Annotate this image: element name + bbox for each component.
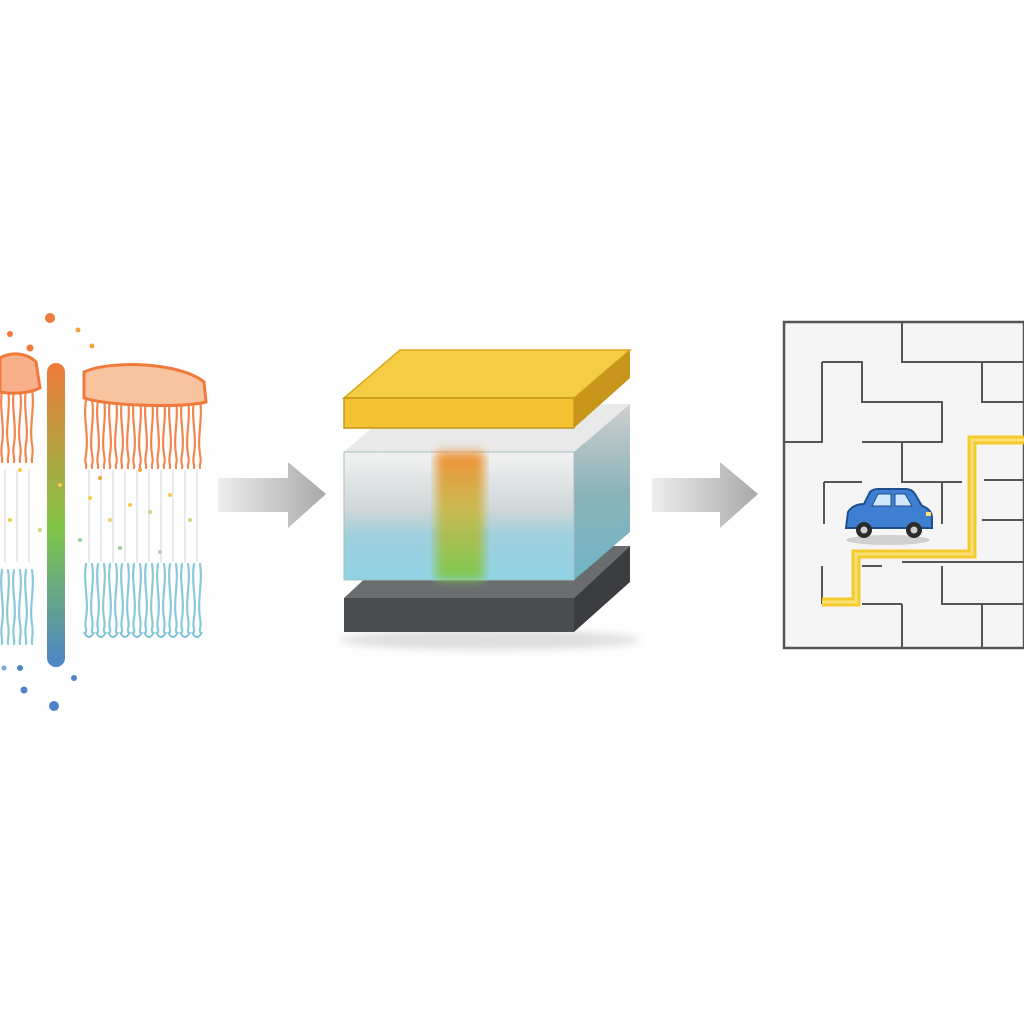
ion-particle bbox=[58, 483, 62, 487]
ion-particle bbox=[26, 344, 34, 352]
ion-particle bbox=[49, 701, 59, 711]
ion-particle bbox=[7, 331, 13, 337]
lipid-molecule bbox=[108, 398, 118, 470]
lipid-molecule bbox=[0, 388, 10, 464]
ion-particle bbox=[38, 528, 42, 532]
middle-layer bbox=[343, 404, 630, 581]
lipid-molecule bbox=[132, 398, 142, 470]
lipid-molecule bbox=[180, 398, 190, 470]
lipid-molecule bbox=[156, 562, 166, 634]
lipid-molecule bbox=[120, 562, 130, 634]
ion-particle bbox=[78, 538, 82, 542]
ion-particle bbox=[8, 518, 12, 522]
ion-particle bbox=[108, 518, 112, 522]
lipid-tails-bottom bbox=[0, 562, 202, 646]
lipid-molecule bbox=[12, 388, 22, 464]
lipid-molecule bbox=[192, 398, 202, 470]
lipid-molecule bbox=[108, 562, 118, 634]
maze-background bbox=[784, 322, 1024, 648]
lipid-molecule bbox=[84, 398, 94, 470]
lipid-molecule bbox=[84, 562, 94, 634]
lipid-molecule bbox=[24, 568, 34, 646]
top-electrode bbox=[341, 349, 633, 429]
lipid-molecule bbox=[144, 562, 154, 634]
ion-particle bbox=[118, 546, 122, 550]
lipid-molecule bbox=[132, 562, 142, 634]
ion-particle bbox=[45, 313, 55, 323]
lipid-molecule bbox=[0, 568, 10, 646]
ion-particle bbox=[158, 550, 162, 554]
lipid-molecule bbox=[180, 562, 190, 634]
ion-particle bbox=[71, 675, 77, 681]
ion-particle bbox=[98, 476, 102, 480]
lipid-bilayer-ion-channel-icon bbox=[0, 313, 208, 711]
ions bbox=[1, 313, 192, 711]
ion-particle bbox=[20, 686, 28, 694]
maze-walls bbox=[782, 320, 1024, 650]
lipid-molecule bbox=[156, 398, 166, 470]
lipid-molecule bbox=[144, 398, 154, 470]
lipid-molecule bbox=[120, 398, 130, 470]
conductive-filament bbox=[436, 452, 484, 580]
ion-particle bbox=[89, 343, 95, 349]
ion-particle bbox=[17, 665, 23, 671]
ion-channel bbox=[45, 361, 67, 669]
car-icon bbox=[844, 488, 933, 545]
lipid-molecule bbox=[12, 568, 22, 646]
lipid-tails-top bbox=[0, 388, 203, 638]
lipid-molecule bbox=[168, 562, 178, 634]
ion-particle bbox=[88, 496, 92, 500]
maze-with-car-icon bbox=[782, 320, 1024, 650]
ion-particle bbox=[138, 468, 142, 472]
ion-particle bbox=[168, 493, 172, 497]
lipid-heads-top-right bbox=[82, 363, 208, 407]
lipid-molecule bbox=[168, 398, 178, 470]
arrow-right-icon bbox=[652, 462, 758, 528]
ion-particle bbox=[148, 510, 152, 514]
ion-particle bbox=[18, 468, 22, 472]
layered-device-stack-icon bbox=[340, 349, 640, 650]
lipid-molecule bbox=[96, 398, 106, 470]
lipid-molecule bbox=[96, 562, 106, 634]
lipid-molecule bbox=[24, 388, 34, 464]
lipid-molecule bbox=[192, 562, 202, 634]
ion-particle bbox=[1, 665, 7, 671]
lipid-heads-top-left bbox=[0, 352, 42, 395]
ion-particle bbox=[128, 503, 132, 507]
arrow-right-icon bbox=[218, 462, 326, 528]
ion-particle bbox=[75, 327, 81, 333]
ion-particle bbox=[188, 518, 192, 522]
